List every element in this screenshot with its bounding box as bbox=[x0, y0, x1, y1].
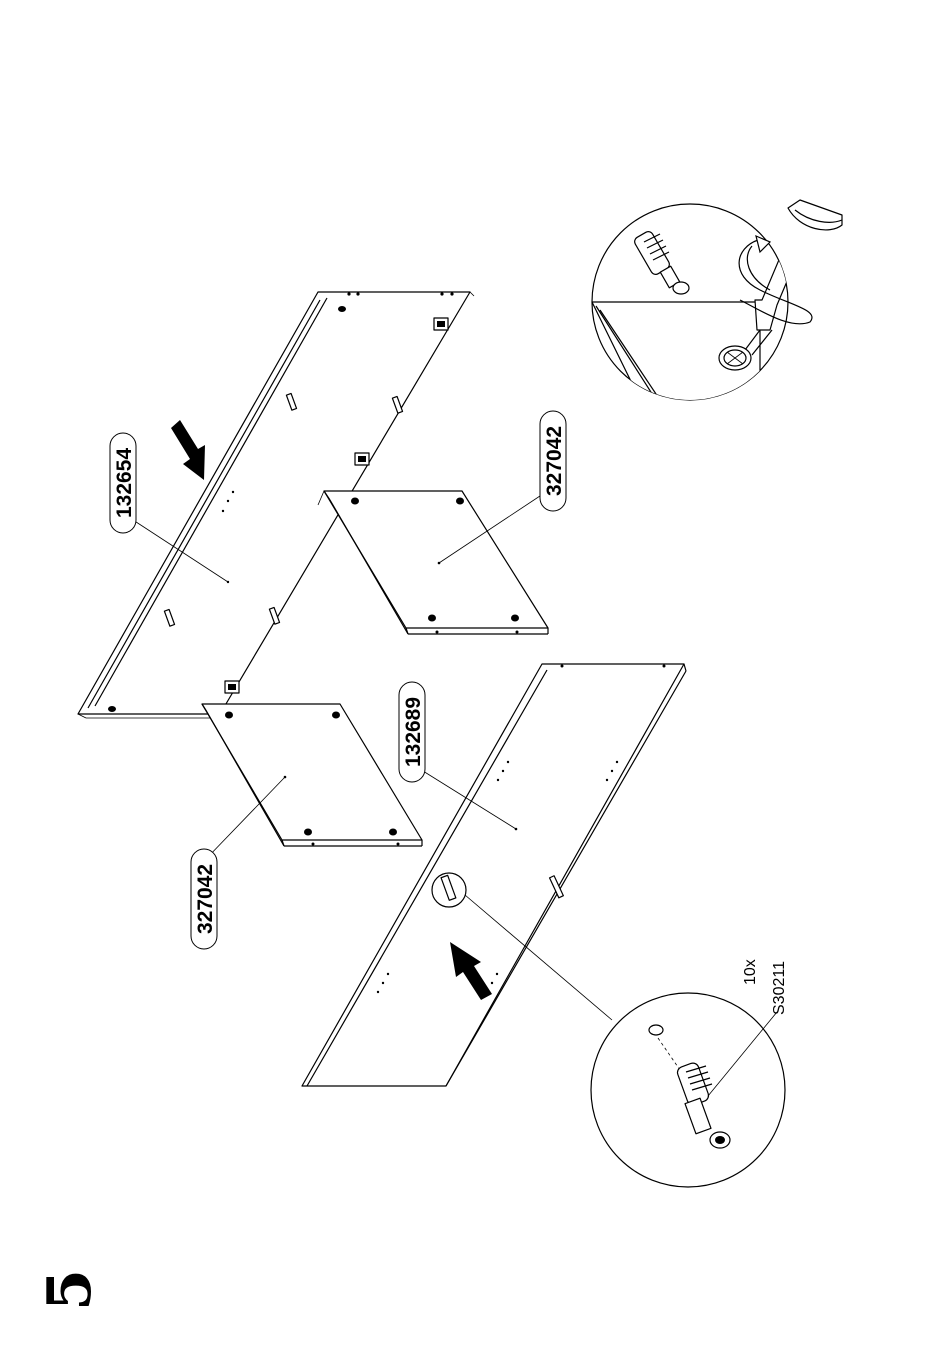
shelf-upper-327042 bbox=[324, 488, 552, 634]
direction-arrow-icon bbox=[171, 420, 205, 480]
part-number: 327042 bbox=[543, 426, 566, 496]
label-132689: 132689 bbox=[399, 682, 425, 782]
step-number: 5 bbox=[35, 1269, 105, 1311]
shelf-lower-327042 bbox=[202, 704, 422, 860]
part-number: 132654 bbox=[113, 448, 136, 518]
label-327042-upper: 327042 bbox=[540, 411, 566, 511]
cam-bolt-quantity: 10x bbox=[742, 959, 759, 985]
screwdriver-detail bbox=[592, 200, 842, 420]
cam-bolt-code: S30211 bbox=[771, 961, 788, 1015]
label-132654: 132654 bbox=[110, 433, 136, 533]
part-number: 327042 bbox=[194, 864, 217, 934]
label-327042-lower: 327042 bbox=[191, 849, 217, 949]
screw-head-icon bbox=[719, 346, 751, 370]
part-number: 132689 bbox=[402, 697, 425, 767]
